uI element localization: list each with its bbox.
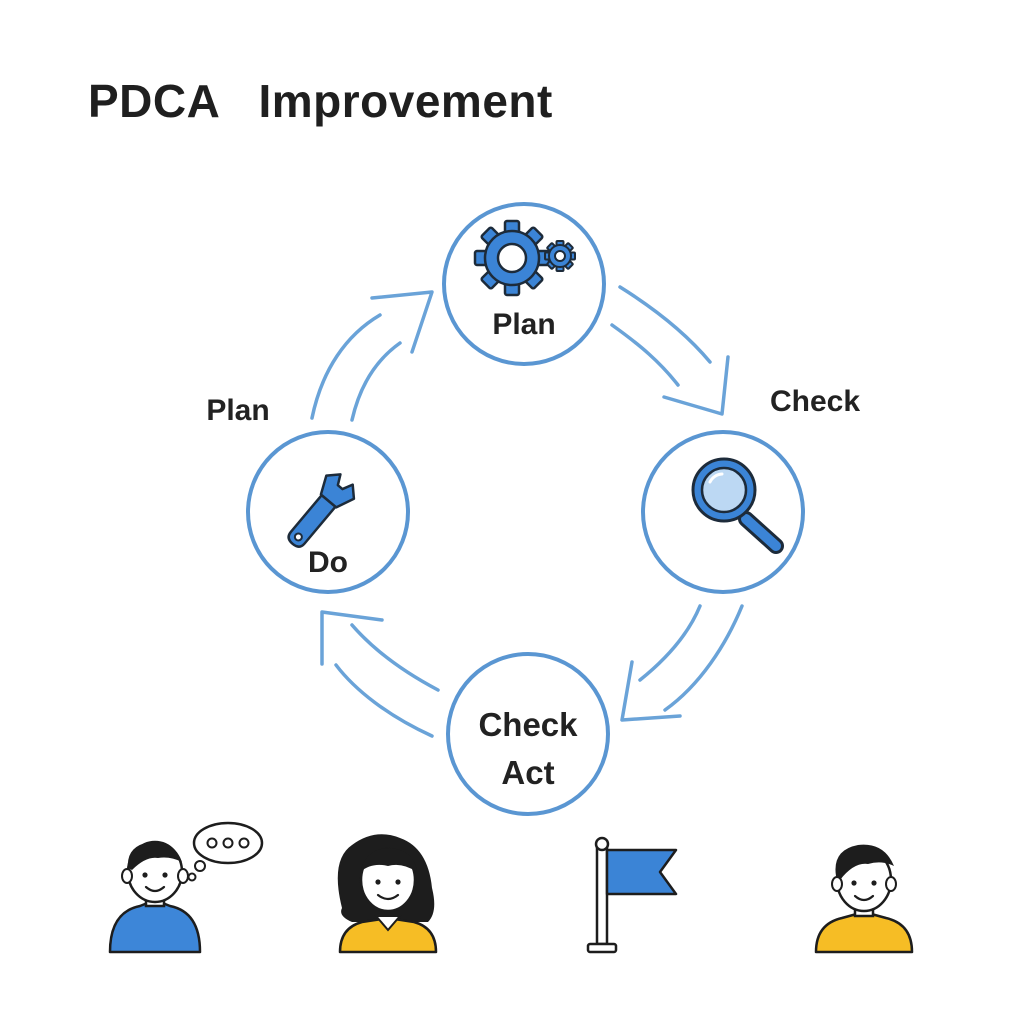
person-man bbox=[814, 844, 914, 954]
node-do-label: Do bbox=[308, 546, 348, 579]
arrow-do-to-plan bbox=[310, 290, 434, 422]
gears-icon bbox=[473, 219, 576, 297]
label-upper-right: Check bbox=[770, 385, 860, 418]
label-upper-left: Plan bbox=[206, 394, 269, 427]
magnifier-icon bbox=[691, 457, 784, 554]
person-woman bbox=[337, 834, 438, 954]
cycle-arrows bbox=[310, 285, 744, 738]
arrow-plan-to-check bbox=[610, 285, 730, 416]
node-check-act: Check Act bbox=[446, 652, 610, 816]
node-check bbox=[641, 430, 805, 594]
node-check-act-line1: Check bbox=[478, 706, 578, 743]
node-plan-label: Plan bbox=[492, 308, 555, 341]
flag-icon bbox=[586, 836, 678, 954]
arrow-act-to-do bbox=[320, 610, 440, 738]
arrow-check-to-act bbox=[620, 604, 744, 722]
speech-bubble-icon bbox=[187, 821, 264, 882]
wrench-icon bbox=[287, 473, 356, 548]
page-title: PDCA Improvement bbox=[88, 75, 553, 127]
node-plan: Plan bbox=[442, 202, 606, 366]
node-do: Do bbox=[246, 430, 410, 594]
node-check-act-line2: Act bbox=[501, 754, 554, 791]
person-thinking bbox=[108, 821, 264, 954]
